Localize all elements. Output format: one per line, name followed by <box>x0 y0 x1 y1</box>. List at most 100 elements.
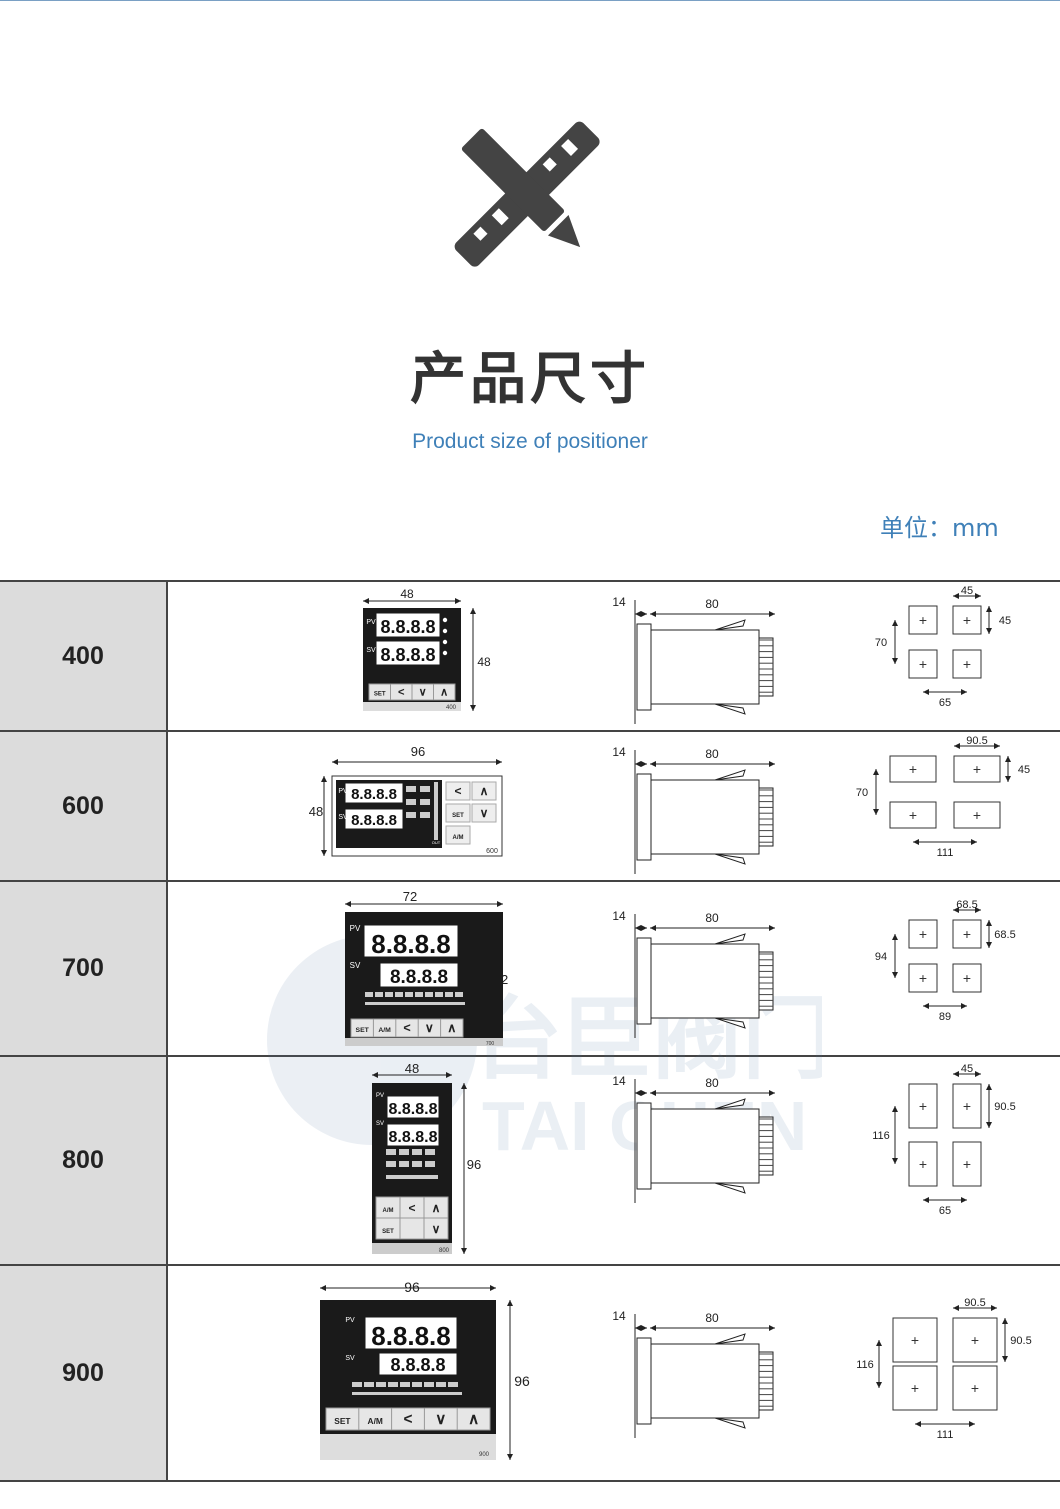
arrow-head <box>913 839 919 845</box>
mounting-clip <box>714 703 746 715</box>
arrow-head <box>769 761 775 767</box>
key <box>471 803 497 823</box>
model-label: 400 <box>0 582 168 730</box>
mounting-clip <box>714 1098 746 1110</box>
cutout-hole <box>952 919 982 949</box>
pv-label: PV <box>376 1093 384 1099</box>
table-row: 400 <box>0 580 1060 730</box>
model-label: 900 <box>0 1266 168 1480</box>
ruler-pencil-icon <box>454 121 600 267</box>
status-led <box>412 1149 422 1155</box>
arrow-head <box>961 1003 967 1009</box>
status-led <box>375 992 383 997</box>
status-led <box>386 1149 396 1155</box>
bezel <box>636 1102 652 1190</box>
arrow-head <box>892 620 898 626</box>
digit-display <box>365 1317 457 1349</box>
center-mark: + <box>919 926 927 942</box>
key-label: < <box>404 1411 413 1428</box>
center-mark: + <box>919 656 927 672</box>
dim-bezel: 14 <box>612 596 626 609</box>
arrow-head <box>635 1090 641 1096</box>
terminal-block <box>758 1116 774 1176</box>
terminal-block <box>758 637 774 697</box>
arrow-head <box>915 1421 921 1427</box>
key-label: SET <box>382 1229 394 1235</box>
arrow-head <box>961 1197 967 1203</box>
digit-display <box>380 963 458 987</box>
status-led <box>424 1382 434 1387</box>
center-mark: + <box>963 970 971 986</box>
status-led <box>420 786 430 792</box>
sv-label: SV <box>345 1355 355 1362</box>
center-mark: + <box>909 807 917 823</box>
key-label: < <box>398 687 405 699</box>
dim-depth: 80 <box>705 911 719 925</box>
dim-width: 96 <box>411 744 425 759</box>
arrow-head <box>923 1197 929 1203</box>
dim-depth: 80 <box>705 747 719 761</box>
arrow-head <box>769 925 775 931</box>
status-led <box>448 1382 458 1387</box>
center-mark: + <box>911 1380 919 1396</box>
mounting-clip <box>714 769 746 781</box>
mounting-clip <box>714 619 746 631</box>
housing <box>650 779 760 855</box>
bar-graph <box>352 1392 462 1395</box>
cutout-hole <box>952 605 982 635</box>
arrow-head <box>953 1305 959 1311</box>
key-label: SET <box>452 813 464 819</box>
status-led <box>445 992 453 997</box>
model-badge: 400 <box>446 705 457 711</box>
arrow-head <box>994 743 1000 749</box>
arrow-head <box>873 809 879 815</box>
cutout-hole <box>953 801 1001 829</box>
key-label: ∨ <box>435 1411 446 1428</box>
led-indicator <box>442 628 448 634</box>
key-label: A/M <box>378 1027 391 1034</box>
digit-readout: 8.8.8.8 <box>351 812 397 829</box>
model-label: 600 <box>0 732 168 880</box>
model-badge: 800 <box>439 1248 450 1254</box>
arrow-head <box>986 942 992 948</box>
arrow-head <box>650 1325 656 1331</box>
dim-width: 48 <box>405 1061 419 1076</box>
arrow-head <box>635 925 641 931</box>
dim-cutout-h: 45 <box>999 615 1011 627</box>
bezel <box>636 1337 652 1425</box>
led-indicator <box>442 639 448 645</box>
pv-label: PV <box>350 924 361 933</box>
status-led <box>420 799 430 805</box>
arrow-head <box>446 1072 452 1078</box>
status-led <box>406 799 416 805</box>
arrow-head <box>455 598 461 604</box>
arrow-head <box>975 593 981 599</box>
bezel <box>636 623 652 711</box>
mounting-clip <box>714 1333 746 1345</box>
status-led <box>405 992 413 997</box>
center-mark: + <box>963 656 971 672</box>
pv-label: PV <box>338 788 348 795</box>
cutout-hole <box>953 755 1001 783</box>
panel-footer <box>320 1434 496 1460</box>
cutout-hole <box>952 963 982 993</box>
dim-depth: 80 <box>705 1311 719 1325</box>
cutout-hole <box>952 1317 998 1363</box>
center-mark: + <box>963 1098 971 1114</box>
digit-readout: 8.8.8.8 <box>389 1129 438 1146</box>
arrow-head <box>1002 1318 1008 1324</box>
led-indicator <box>442 650 448 656</box>
cutout-hole <box>892 1365 938 1411</box>
status-led <box>395 992 403 997</box>
dim-bezel: 14 <box>612 1310 626 1323</box>
dim-cutout-h: 90.5 <box>994 1101 1015 1113</box>
center-mark: + <box>973 761 981 777</box>
arrow-head <box>991 1305 997 1311</box>
mounting-clip <box>714 933 746 945</box>
mounting-clip <box>714 1182 746 1194</box>
key-label: A/M <box>383 1208 394 1214</box>
